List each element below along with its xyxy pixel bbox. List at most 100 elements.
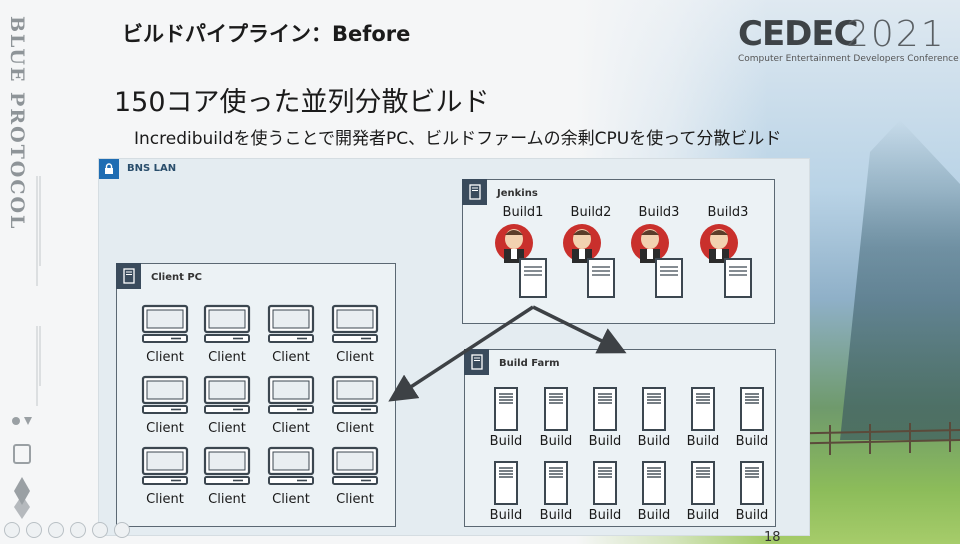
client-pc: Client <box>198 446 256 510</box>
client-pc-icon <box>262 446 320 490</box>
build-server-label: Build <box>489 508 523 523</box>
build-server-icon <box>634 460 674 510</box>
build-server-icon <box>585 386 625 436</box>
client-pc-label: Client PC <box>151 272 203 283</box>
jenkins-job: Build2 <box>562 205 620 301</box>
side-brand: BLUE PROTOCOL <box>6 16 41 536</box>
client-pc: Client <box>262 304 320 368</box>
build-server-label: Build <box>588 508 622 523</box>
client-pc-icon <box>326 375 384 419</box>
build-server: Build <box>732 460 772 524</box>
client-pc-icon <box>326 446 384 490</box>
cedec-year: 2021 <box>846 14 946 55</box>
jenkins-job-label: Build1 <box>502 205 544 220</box>
build-server-icon <box>486 460 526 510</box>
client-pc-label: Client <box>336 492 374 507</box>
slide-heading: 150コア使った並列分散ビルド <box>114 87 490 118</box>
slides-icon[interactable] <box>70 522 86 538</box>
side-fine-print <box>36 176 41 406</box>
build-server: Build <box>536 386 576 450</box>
jenkins-job-icon <box>699 221 755 305</box>
side-logo: BLUE PROTOCOL <box>6 16 28 231</box>
client-pc-label: Client <box>146 421 184 436</box>
client-pc-label: Client <box>208 492 246 507</box>
build-server-label: Build <box>686 508 720 523</box>
jenkins-job: Build3 <box>699 205 757 301</box>
build-server-label: Build <box>539 508 573 523</box>
client-pc-label: Client <box>272 421 310 436</box>
client-pc-label: Client <box>336 350 374 365</box>
build-server: Build <box>536 460 576 524</box>
build-server-icon <box>486 386 526 436</box>
build-server-icon <box>683 386 723 436</box>
build-server-label: Build <box>637 434 671 449</box>
server-icon <box>116 263 141 289</box>
client-pc: Client <box>136 304 194 368</box>
client-pc-label: Client <box>146 350 184 365</box>
cedec-logo: CEDEC 2021 Computer Entertainment Develo… <box>738 14 959 70</box>
lock-icon <box>99 159 119 179</box>
build-server: Build <box>585 386 625 450</box>
server-icon <box>464 349 489 375</box>
build-server-icon <box>732 460 772 510</box>
build-server: Build <box>486 460 526 524</box>
build-server: Build <box>634 386 674 450</box>
zoom-icon[interactable] <box>92 522 108 538</box>
build-server-icon <box>536 386 576 436</box>
build-server-icon <box>536 460 576 510</box>
client-pc: Client <box>198 375 256 439</box>
client-pc: Client <box>326 375 384 439</box>
jenkins-job-icon <box>494 221 550 305</box>
build-server-label: Build <box>588 434 622 449</box>
client-pc: Client <box>262 375 320 439</box>
jenkins-job-icon <box>630 221 686 305</box>
jenkins-job: Build3 <box>630 205 688 301</box>
build-server: Build <box>634 460 674 524</box>
client-pc-label: Client <box>336 421 374 436</box>
client-pc-label: Client <box>272 492 310 507</box>
build-server-label: Build <box>735 508 769 523</box>
build-server: Build <box>486 386 526 450</box>
client-pc-icon <box>262 375 320 419</box>
client-pc-label: Client <box>146 492 184 507</box>
jenkins-job-label: Build3 <box>707 205 749 220</box>
client-pc: Client <box>136 375 194 439</box>
slide-title: ビルドパイプライン：Before <box>122 22 411 46</box>
jenkins-label: Jenkins <box>497 188 538 199</box>
jenkins-job: Build1 <box>494 205 552 301</box>
client-pc: Client <box>326 446 384 510</box>
client-pc: Client <box>262 446 320 510</box>
prev-slide-icon[interactable] <box>4 522 20 538</box>
client-pc: Client <box>136 446 194 510</box>
side-emblems-icon <box>12 417 32 519</box>
build-server-icon <box>683 460 723 510</box>
client-pc-icon <box>326 304 384 348</box>
client-pc-icon <box>198 375 256 419</box>
build-server-label: Build <box>637 508 671 523</box>
client-pc-icon <box>136 446 194 490</box>
client-pc: Client <box>198 304 256 368</box>
client-pc-icon <box>262 304 320 348</box>
client-pc-icon <box>136 375 194 419</box>
next-slide-icon[interactable] <box>26 522 42 538</box>
client-pc-label: Client <box>272 350 310 365</box>
build-server: Build <box>683 386 723 450</box>
build-server: Build <box>683 460 723 524</box>
build-server-label: Build <box>686 434 720 449</box>
jenkins-job-label: Build2 <box>570 205 612 220</box>
server-icon <box>462 179 487 205</box>
jenkins-job-icon <box>562 221 618 305</box>
client-pc: Client <box>326 304 384 368</box>
more-icon[interactable] <box>114 522 130 538</box>
pen-icon[interactable] <box>48 522 64 538</box>
cedec-subtitle: Computer Entertainment Developers Confer… <box>738 54 959 64</box>
slide-subheading: Incredibuildを使うことで開発者PC、ビルドファームの余剰CPUを使っ… <box>134 129 782 149</box>
build-server: Build <box>585 460 625 524</box>
client-pc-label: Client <box>208 421 246 436</box>
build-server-icon <box>732 386 772 436</box>
build-server-label: Build <box>539 434 573 449</box>
cedec-word: CEDEC <box>738 14 859 54</box>
build-server-icon <box>634 386 674 436</box>
client-pc-label: Client <box>208 350 246 365</box>
jenkins-job-label: Build3 <box>638 205 680 220</box>
